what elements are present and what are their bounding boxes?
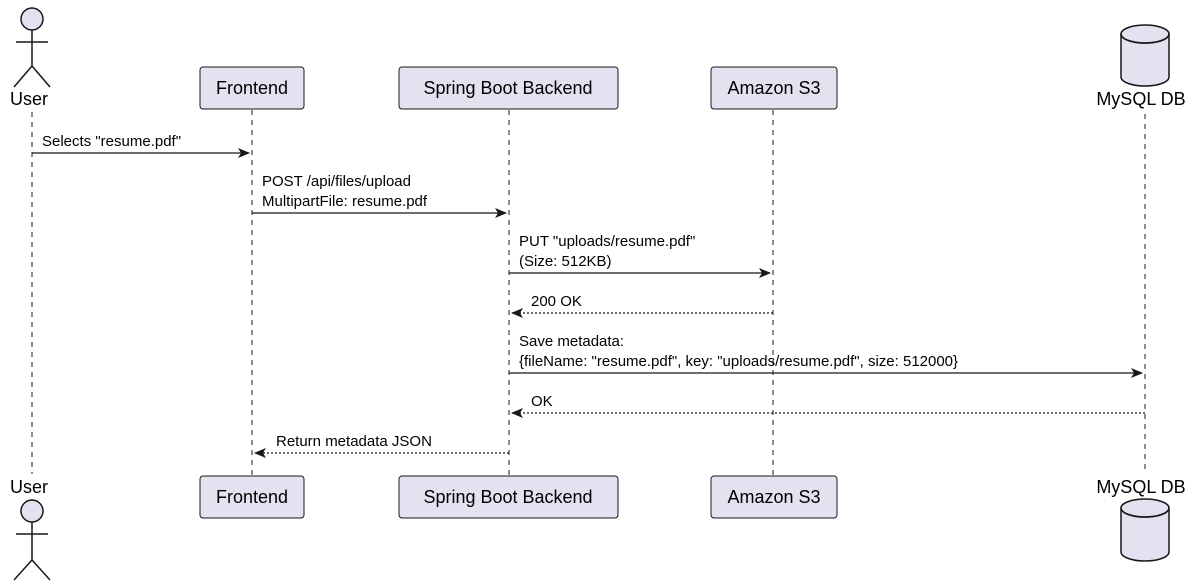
message-6-label: OK — [531, 393, 553, 410]
backend-box-top: Spring Boot Backend — [398, 66, 619, 110]
message-5: Save metadata: {fileName: "resume.pdf", … — [509, 333, 1143, 378]
message-3-label-line2: (Size: 512KB) — [519, 253, 612, 270]
database-icon-top — [1120, 24, 1170, 87]
message-4: 200 OK — [511, 293, 773, 318]
user-actor-top — [13, 7, 51, 88]
db-label-top: MySQL DB — [1096, 89, 1185, 109]
message-7-label: Return metadata JSON — [276, 433, 432, 450]
message-3: PUT "uploads/resume.pdf" (Size: 512KB) — [509, 233, 771, 278]
message-2-label-line1: POST /api/files/upload — [262, 173, 411, 190]
message-5-label-line1: Save metadata: — [519, 333, 624, 350]
message-2: POST /api/files/upload MultipartFile: re… — [252, 173, 507, 218]
s3-label-top: Amazon S3 — [727, 78, 820, 98]
backend-box-bottom: Spring Boot Backend — [398, 475, 619, 519]
frontend-label-top: Frontend — [216, 78, 288, 98]
message-1: Selects "resume.pdf" — [32, 133, 250, 158]
frontend-label-bottom: Frontend — [216, 487, 288, 507]
s3-label-bottom: Amazon S3 — [727, 487, 820, 507]
actor-head — [20, 499, 44, 523]
frontend-box-bottom: Frontend — [199, 475, 305, 519]
user-label-top: User — [10, 89, 48, 109]
message-6: OK — [511, 393, 1145, 418]
actor-head — [20, 7, 44, 31]
message-1-label: Selects "resume.pdf" — [42, 133, 181, 150]
user-label-bottom: User — [10, 477, 48, 497]
lifelines — [31, 110, 1146, 476]
message-3-label-line1: PUT "uploads/resume.pdf" — [519, 233, 695, 250]
user-actor-bottom — [13, 499, 51, 581]
s3-box-bottom: Amazon S3 — [710, 475, 838, 519]
db-label-bottom: MySQL DB — [1096, 477, 1185, 497]
s3-box-top: Amazon S3 — [710, 66, 838, 110]
message-2-label-line2: MultipartFile: resume.pdf — [262, 193, 428, 210]
backend-label-top: Spring Boot Backend — [423, 78, 592, 98]
message-4-label: 200 OK — [531, 293, 582, 310]
frontend-box-top: Frontend — [199, 66, 305, 110]
backend-label-bottom: Spring Boot Backend — [423, 487, 592, 507]
database-icon-bottom — [1120, 498, 1170, 562]
message-7: Return metadata JSON — [254, 433, 509, 458]
message-5-label-line2: {fileName: "resume.pdf", key: "uploads/r… — [519, 353, 958, 370]
